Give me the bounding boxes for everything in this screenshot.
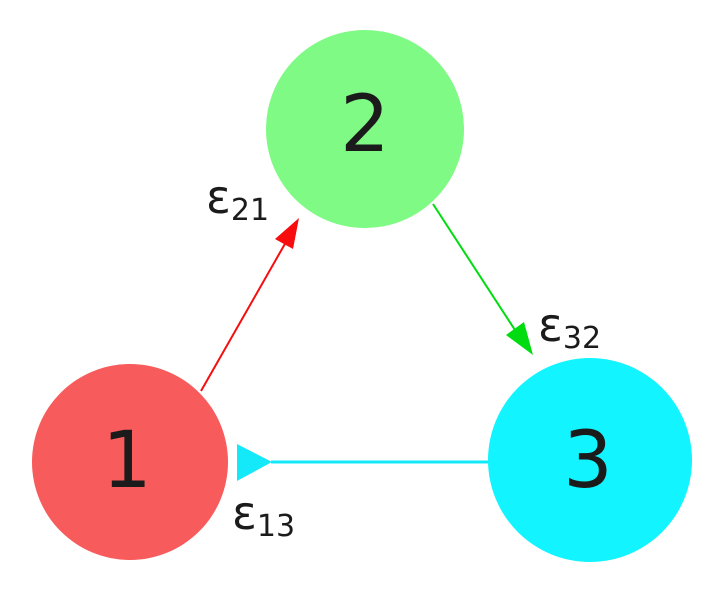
edge-line-1-2 xyxy=(200,241,287,392)
edge-label-eps-13-base: ε xyxy=(232,486,257,540)
arrowhead-into-3 xyxy=(506,322,533,355)
edge-label-eps-32: ε32 xyxy=(538,298,601,356)
node-1-circle xyxy=(32,364,228,560)
node-3-circle xyxy=(488,358,692,562)
node-2: 2 xyxy=(266,30,464,228)
node-1-label: 1 xyxy=(102,416,152,506)
edge-label-eps-32-sub: 32 xyxy=(563,321,601,356)
edge-line-2-3 xyxy=(432,203,516,331)
arrowhead-into-2 xyxy=(275,218,299,249)
edge-label-eps-21: ε21 xyxy=(206,170,269,228)
edge-label-eps-21-sub: 21 xyxy=(231,193,269,228)
edge-2-to-3 xyxy=(432,203,533,355)
edge-labels: ε21 ε32 ε13 xyxy=(206,170,601,544)
edge-label-eps-13-sub: 13 xyxy=(257,509,295,544)
node-3: 3 xyxy=(488,358,692,562)
edge-label-eps-21-base: ε xyxy=(206,170,231,224)
edge-label-eps-13: ε13 xyxy=(232,486,295,544)
node-1: 1 xyxy=(32,364,228,560)
node-3-label: 3 xyxy=(563,416,613,506)
edge-label-eps-32-base: ε xyxy=(538,298,563,352)
edge-3-to-1 xyxy=(237,444,489,481)
arrowhead-into-1 xyxy=(237,444,272,481)
node-2-circle xyxy=(266,30,464,228)
edge-1-to-2 xyxy=(200,218,299,392)
node-2-label: 2 xyxy=(340,80,390,170)
